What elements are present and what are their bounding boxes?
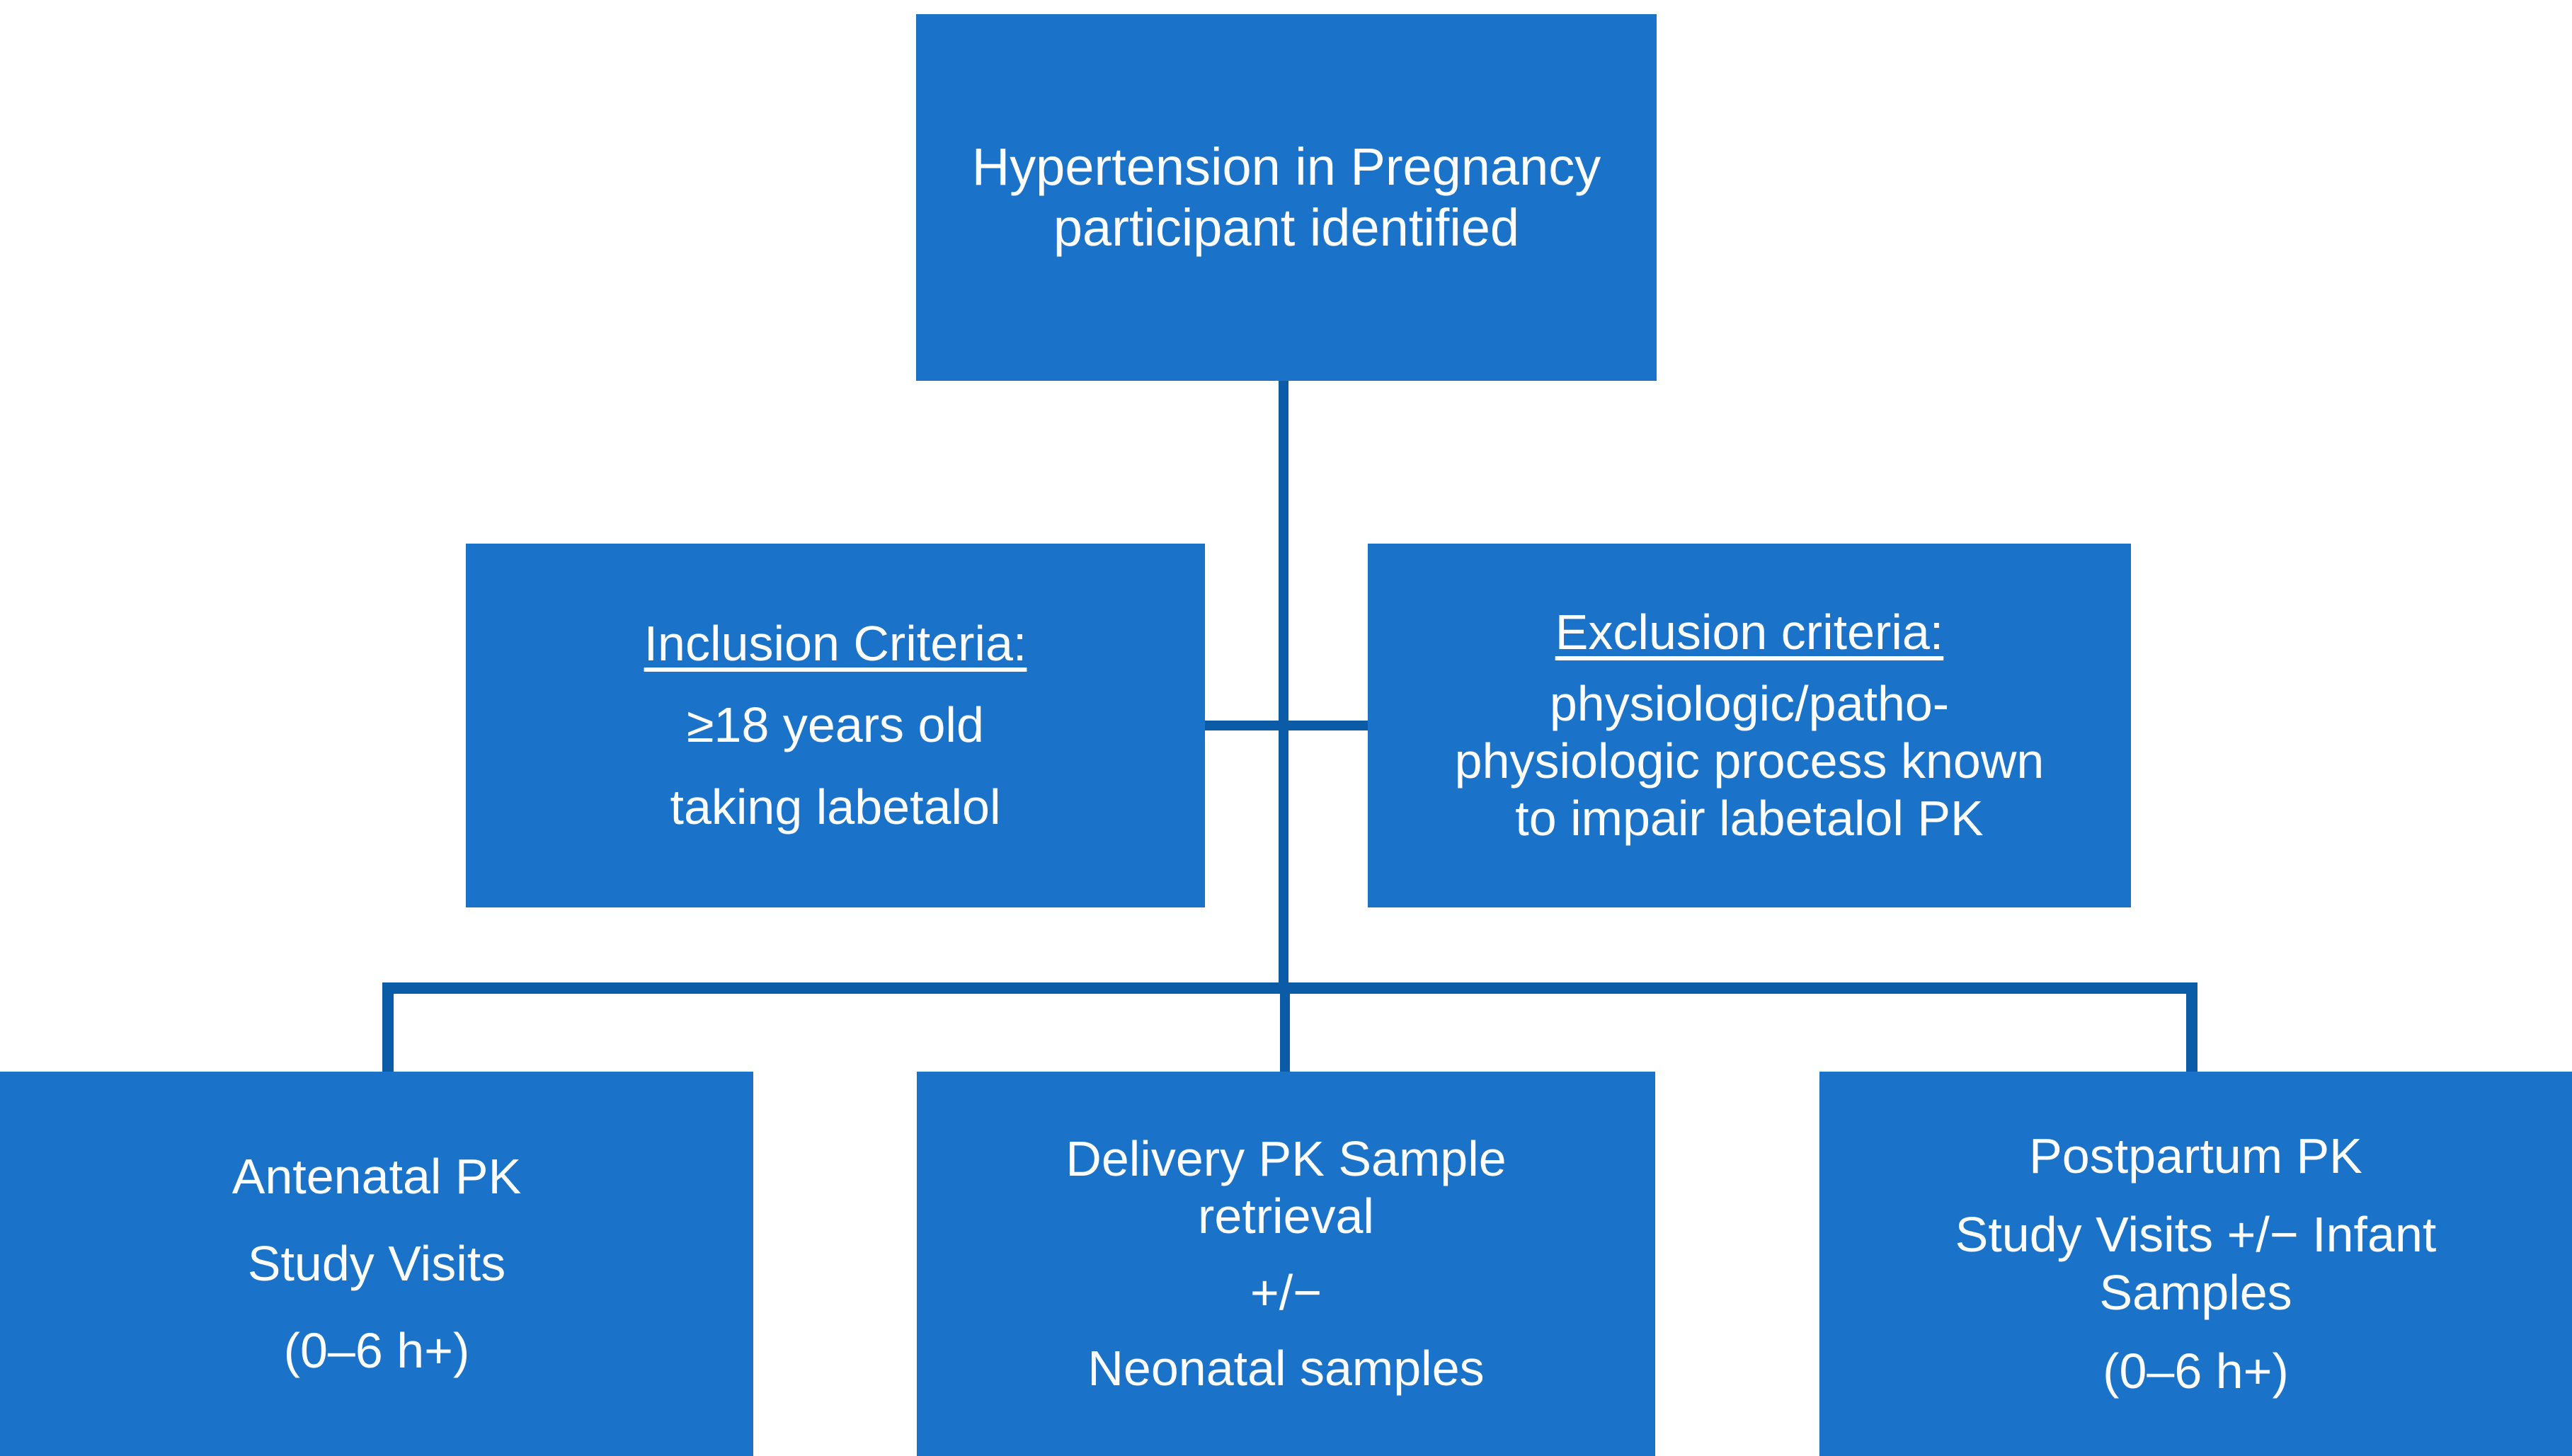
node-postpartum-line-2: Study Visits +/− Infant — [1955, 1207, 2437, 1263]
node-inclusion-criteria[interactable]: Inclusion Criteria: ≥18 years old taking… — [466, 544, 1205, 907]
node-exclusion-criteria[interactable]: Exclusion criteria: physiologic/patho- p… — [1368, 544, 2131, 907]
node-antenatal-pk[interactable]: Antenatal PK Study Visits (0–6 h+) — [0, 1072, 753, 1456]
connector-branch-left — [382, 982, 394, 1072]
node-inclusion-heading: Inclusion Criteria: — [644, 616, 1027, 672]
node-inclusion-line-2: taking labetalol — [670, 779, 1001, 835]
connector-root-to-branch — [1279, 381, 1288, 987]
connector-inclusion-exclusion — [1205, 721, 1368, 730]
node-root-line-1: Hypertension in Pregnancy — [971, 137, 1601, 197]
node-exclusion-heading: Exclusion criteria: — [1555, 604, 1944, 660]
node-inclusion-line-1: ≥18 years old — [687, 697, 984, 753]
node-antenatal-line-3: (0–6 h+) — [283, 1323, 470, 1379]
node-delivery-line-2: retrieval — [1198, 1188, 1374, 1244]
node-postpartum-pk[interactable]: Postpartum PK Study Visits +/− Infant Sa… — [1819, 1072, 2572, 1456]
node-antenatal-line-1: Antenatal PK — [232, 1148, 522, 1204]
node-exclusion-line-3: to impair labetalol PK — [1515, 791, 1984, 847]
node-root-line-2: participant identified — [1053, 198, 1520, 257]
node-delivery-pk-sample[interactable]: Delivery PK Sample retrieval +/− Neonata… — [917, 1072, 1655, 1456]
node-participant-identified[interactable]: Hypertension in Pregnancy participant id… — [916, 14, 1657, 381]
node-antenatal-line-2: Study Visits — [247, 1235, 506, 1291]
connector-branch-middle — [1280, 982, 1290, 1072]
connector-branch-right — [2186, 982, 2197, 1072]
node-exclusion-line-2: physiologic process known — [1454, 733, 2045, 789]
node-postpartum-line-3: Samples — [2099, 1264, 2292, 1320]
node-exclusion-line-1: physiologic/patho- — [1549, 675, 1950, 731]
node-delivery-line-4: Neonatal samples — [1087, 1340, 1485, 1396]
node-delivery-line-3: +/− — [1250, 1264, 1322, 1320]
node-postpartum-line-1: Postpartum PK — [2029, 1128, 2362, 1184]
node-postpartum-line-4: (0–6 h+) — [2103, 1343, 2289, 1399]
connector-branch-bar — [382, 982, 2197, 994]
node-delivery-line-1: Delivery PK Sample — [1065, 1131, 1507, 1187]
